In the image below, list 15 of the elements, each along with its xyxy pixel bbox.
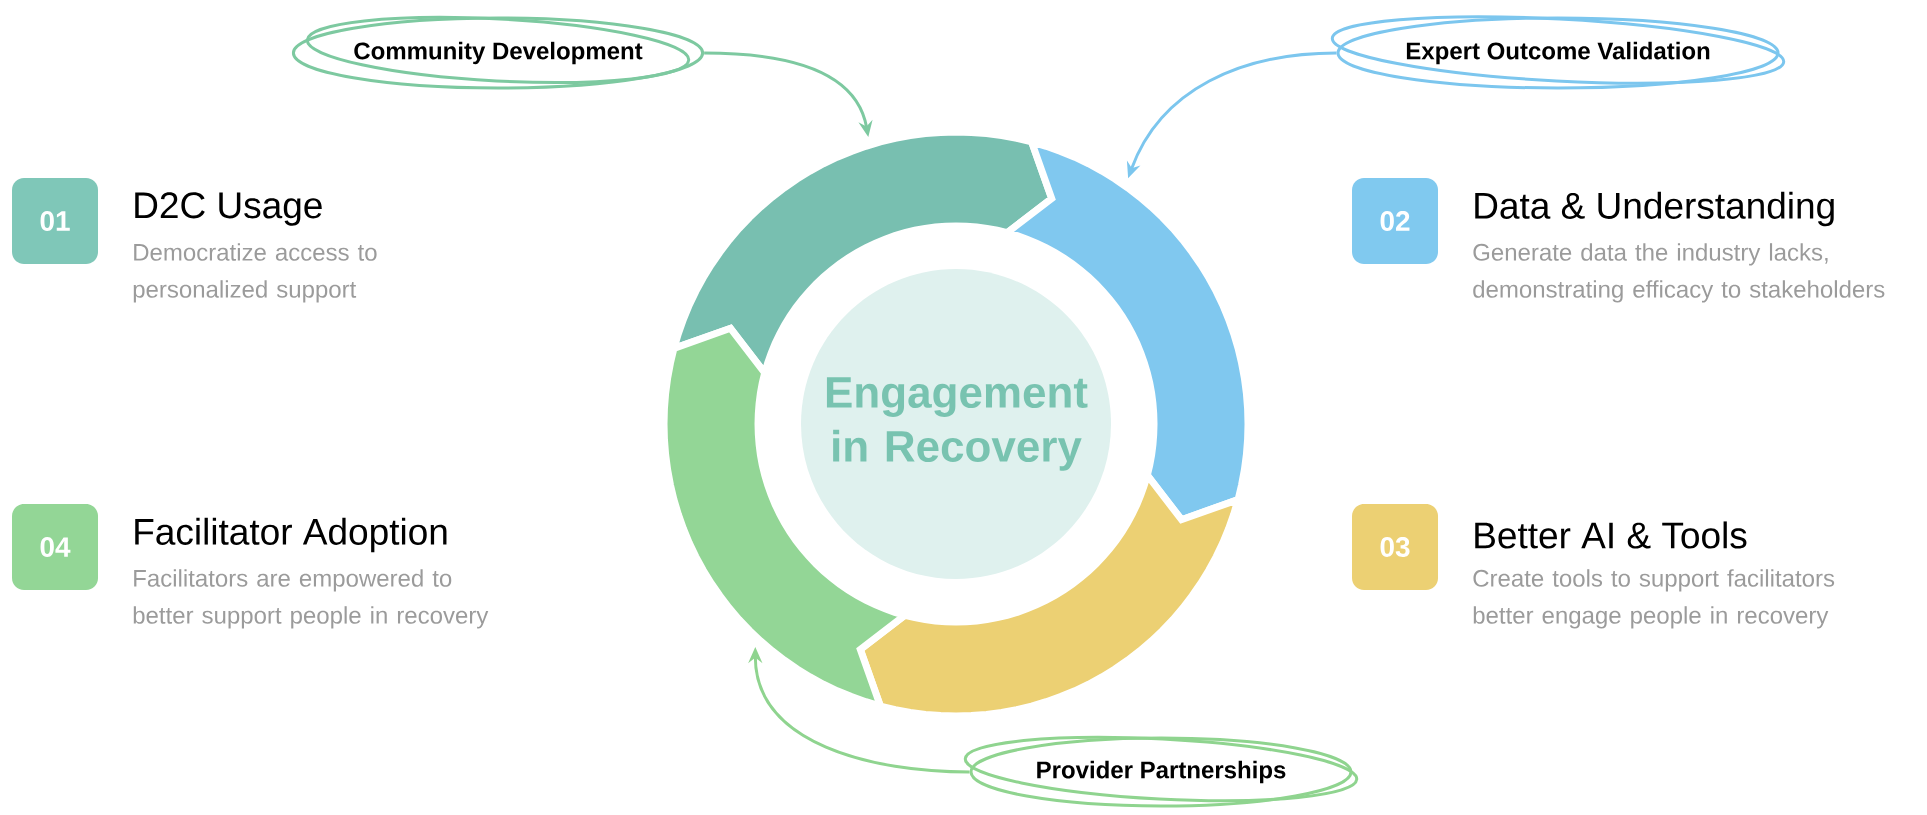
- item-title: Facilitator Adoption: [135, 517, 447, 553]
- item-description: Facilitators are empowered to better support people in recovery: [133, 569, 489, 629]
- item-description: Create tools to support facilitators better engage people in recovery: [1473, 569, 1835, 629]
- number-badge: 03: [1352, 504, 1438, 590]
- item-title: D2C Usage: [135, 192, 322, 226]
- oval-label: Provider Partnerships: [963, 735, 1359, 808]
- item-title: Data & Understanding: [1475, 191, 1834, 227]
- item-title: Better AI & Tools: [1475, 521, 1747, 549]
- oval-label: Community Development: [291, 16, 705, 90]
- oval-label: Expert Outcome Validation: [1330, 15, 1786, 90]
- number-badge: 04: [12, 504, 98, 590]
- number-badge: 02: [1352, 178, 1438, 264]
- item-description: Democratize access to personalized support: [133, 243, 377, 303]
- item-description: Generate data the industry lacks, demonstrating efficacy to stakeholders: [1473, 243, 1885, 303]
- number-badge: 01: [12, 178, 98, 264]
